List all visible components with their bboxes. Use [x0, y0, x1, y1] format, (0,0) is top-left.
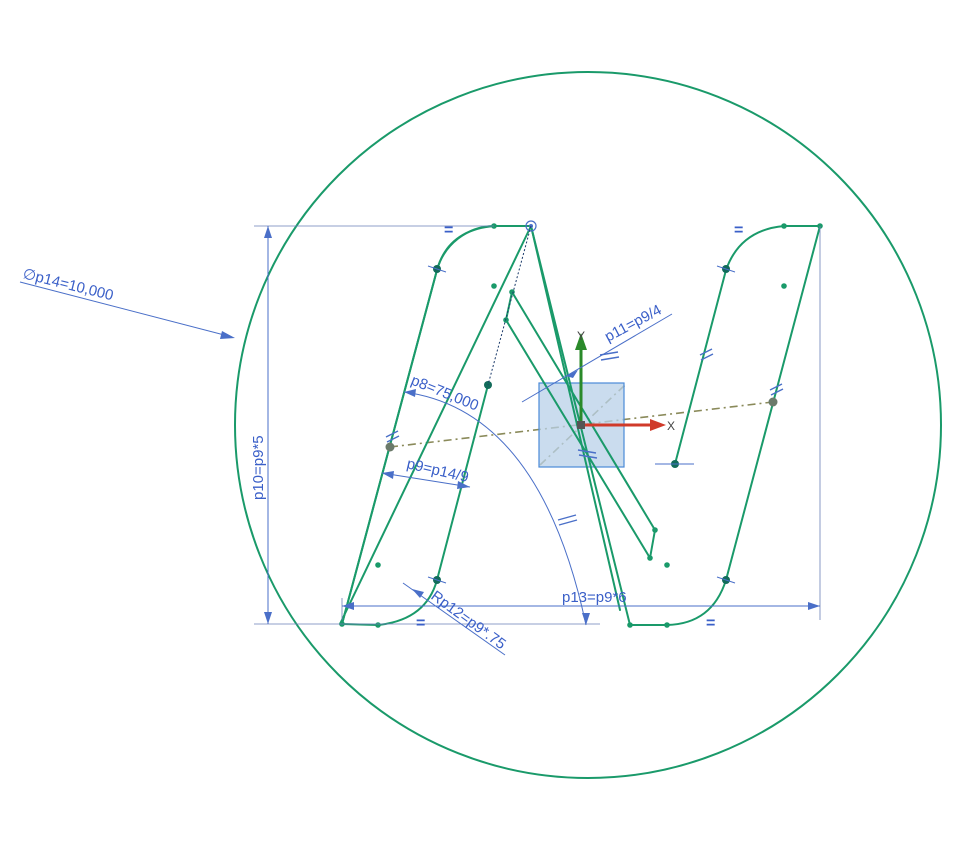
arc-center-point[interactable] [664, 562, 670, 568]
parallel-constraint[interactable] [385, 430, 400, 443]
midpoint[interactable] [385, 442, 395, 452]
parallel-constraint[interactable] [769, 383, 784, 396]
dimension-angle-label: p8=75,000 [409, 372, 482, 414]
x-axis-label: X [667, 419, 675, 433]
vertex-point[interactable] [664, 622, 670, 628]
dimension-diameter[interactable]: ∅p14=10,000 [19, 265, 235, 339]
y-axis-label: Y [577, 329, 585, 343]
parallel-constraint[interactable] [577, 449, 598, 459]
equal-constraint[interactable]: = [416, 615, 425, 632]
dimension-width-label: p13=p9*6 [562, 589, 627, 606]
construction-line[interactable] [487, 225, 532, 386]
dimension-radius-label: Rp12=p9*.75 [428, 587, 509, 652]
arc-center-point[interactable] [491, 283, 497, 289]
right-stroke[interactable] [674, 225, 821, 465]
dimension-height[interactable]: p10=p9*5 [250, 225, 600, 625]
dimension-stroke-width[interactable]: p9=p14/9 [381, 455, 470, 489]
dimension-diameter-label: ∅p14=10,000 [21, 265, 115, 304]
coordinate-triad[interactable]: Y X [575, 329, 675, 433]
equal-constraint[interactable]: = [444, 222, 453, 239]
outer-circle[interactable] [234, 71, 942, 779]
vertex-point[interactable] [509, 289, 515, 295]
equal-constraint[interactable]: = [706, 615, 715, 632]
vertex-point[interactable] [652, 527, 658, 533]
vertex-point[interactable] [647, 555, 653, 561]
equal-constraint[interactable]: = [734, 222, 743, 239]
arc-center-point[interactable] [375, 562, 381, 568]
vertex-point[interactable] [781, 223, 787, 229]
parallel-constraint[interactable] [699, 348, 714, 361]
parallel-constraint[interactable] [599, 351, 620, 361]
midpoint[interactable] [768, 397, 778, 407]
dimension-height-label: p10=p9*5 [250, 435, 267, 500]
arc-center-point[interactable] [781, 283, 787, 289]
parallel-constraint[interactable] [557, 514, 578, 526]
vertex-point[interactable] [375, 622, 381, 628]
vertex-point[interactable] [627, 622, 633, 628]
coincident-marker[interactable] [525, 220, 537, 232]
